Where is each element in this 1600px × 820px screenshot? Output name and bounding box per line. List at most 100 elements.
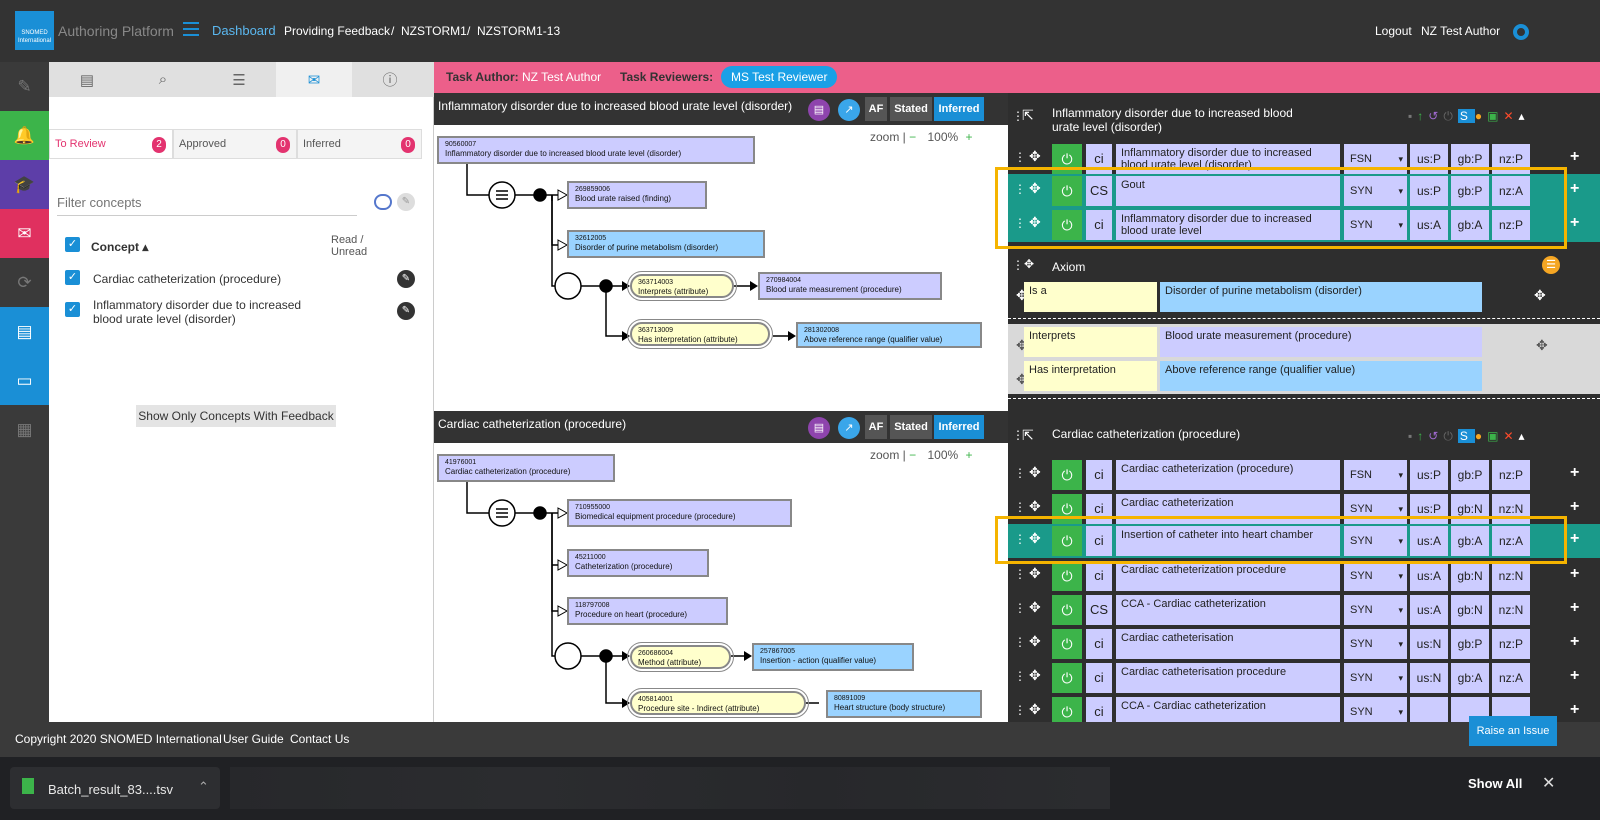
edit-pencil-icon[interactable]: ✎ xyxy=(397,270,415,288)
acceptability-gb[interactable]: gb:P xyxy=(1451,460,1489,490)
chevron-up-icon[interactable]: ⌃ xyxy=(198,779,209,794)
move-icon[interactable]: ✥ xyxy=(1029,701,1041,717)
power-toggle-icon[interactable]: ⏻ xyxy=(1052,595,1082,625)
comment-bubble-icon[interactable] xyxy=(374,194,392,210)
list-view-icon[interactable]: ▤ xyxy=(0,307,49,356)
snomed-logo[interactable]: SNOMED International xyxy=(15,11,54,50)
hamburger-icon[interactable] xyxy=(183,22,199,36)
acceptability-us[interactable]: us:A xyxy=(1410,210,1448,240)
sync-icon[interactable]: ⟳ xyxy=(17,272,32,292)
description-type-select[interactable]: SYN xyxy=(1344,561,1407,591)
power-toggle-icon[interactable]: ⏻ xyxy=(1052,629,1082,659)
history-icon[interactable]: ↺ xyxy=(1428,109,1444,123)
tab-saved-list-icon[interactable]: ▤ xyxy=(79,71,95,89)
move-icon[interactable]: ✥ xyxy=(1536,337,1548,353)
description-type-select[interactable]: FSN xyxy=(1344,460,1407,490)
acceptability-nz[interactable]: nz:A xyxy=(1492,663,1530,693)
move-icon[interactable]: ✥ xyxy=(1029,530,1041,546)
description-term[interactable]: Cardiac catheterization xyxy=(1116,494,1340,524)
acceptability-gb[interactable]: gb:N xyxy=(1451,595,1489,625)
acceptability-us[interactable]: us:A xyxy=(1410,595,1448,625)
add-description-icon[interactable]: + xyxy=(1570,667,1580,684)
user-guide-link[interactable]: User Guide xyxy=(223,732,284,746)
save-icon[interactable]: ▪ xyxy=(1408,109,1418,123)
breadcrumb-task[interactable]: NZSTORM1-13 xyxy=(477,24,561,38)
zoom-out-button[interactable]: − xyxy=(909,130,917,144)
acceptability-us[interactable]: us:P xyxy=(1410,460,1448,490)
close-icon[interactable]: ✕ xyxy=(1503,429,1519,443)
power-icon[interactable]: ⏻ xyxy=(1443,109,1458,123)
case-significance[interactable]: ci xyxy=(1086,629,1112,659)
power-icon[interactable]: ⏻ xyxy=(1443,429,1458,443)
drag-handle-icon[interactable]: ⋮ xyxy=(1014,216,1026,230)
zoom-out-button[interactable]: − xyxy=(909,448,917,462)
acceptability-us[interactable]: us:N xyxy=(1410,663,1448,693)
collapse-up-icon[interactable]: ▴ xyxy=(1518,429,1530,443)
tab-list-icon[interactable]: ☰ xyxy=(232,71,246,89)
acceptability-nz[interactable]: nz:P xyxy=(1492,460,1530,490)
acceptability-nz[interactable]: nz:N xyxy=(1492,561,1530,591)
acceptability-us[interactable]: us:N xyxy=(1410,629,1448,659)
axiom-value[interactable]: Above reference range (qualifier value) xyxy=(1160,361,1482,391)
tab-feedback-envelope-icon[interactable]: ✉ xyxy=(276,62,352,97)
history-icon[interactable]: ↺ xyxy=(1428,429,1444,443)
save-icon[interactable]: ▪ xyxy=(1408,429,1418,443)
notes-icon[interactable]: ▤ xyxy=(808,417,830,439)
description-term[interactable]: Inflammatory disorder due to increased b… xyxy=(1116,144,1340,174)
drag-handle-icon[interactable]: ⋮ xyxy=(1012,428,1024,442)
case-significance[interactable]: ci xyxy=(1086,663,1112,693)
acceptability-nz[interactable]: nz:N xyxy=(1492,595,1530,625)
acceptability-us[interactable]: us:A xyxy=(1410,526,1448,556)
drag-handle-icon[interactable]: ⋮ xyxy=(1014,532,1026,546)
acceptability-gb[interactable]: gb:N xyxy=(1451,561,1489,591)
breadcrumb-dashboard[interactable]: Dashboard xyxy=(212,23,276,38)
description-type-select[interactable]: SYN xyxy=(1344,176,1407,206)
show-only-feedback-button[interactable]: Show Only Concepts With Feedback xyxy=(136,405,336,427)
description-term[interactable]: CCA - Cardiac catheterization xyxy=(1116,697,1340,722)
description-type-select[interactable]: SYN xyxy=(1344,526,1407,556)
tab-search-icon[interactable]: ⌕ xyxy=(158,71,168,88)
clone-icon[interactable]: ▣ xyxy=(1487,109,1504,123)
acceptability-nz[interactable]: nz:N xyxy=(1492,494,1530,524)
promote-arrow-icon[interactable]: ↑ xyxy=(1417,429,1429,443)
drag-handle-icon[interactable]: ⋮ xyxy=(1012,258,1024,272)
acceptability-us[interactable]: us:P xyxy=(1410,144,1448,174)
description-type-select[interactable]: FSN xyxy=(1344,144,1407,174)
drag-handle-icon[interactable]: ⋮ xyxy=(1014,703,1026,717)
acceptability-us[interactable] xyxy=(1410,697,1448,722)
download-item[interactable]: Batch_result_83....tsv ⌃ xyxy=(10,767,220,809)
axiom-value[interactable]: Disorder of purine metabolism (disorder) xyxy=(1160,282,1482,312)
description-type-select[interactable]: SYN xyxy=(1344,697,1407,722)
drag-handle-icon[interactable]: ⋮ xyxy=(1014,500,1026,514)
acceptability-nz[interactable]: nz:A xyxy=(1492,176,1530,206)
breadcrumb-project[interactable]: NZSTORM1 xyxy=(401,24,467,38)
description-term[interactable]: CCA - Cardiac catheterization xyxy=(1116,595,1340,625)
case-significance[interactable]: ci xyxy=(1086,210,1112,240)
description-type-select[interactable]: SYN xyxy=(1344,210,1407,240)
add-description-icon[interactable]: + xyxy=(1570,464,1580,481)
s-icon[interactable]: S xyxy=(1457,429,1475,443)
power-toggle-icon[interactable]: ⏻ xyxy=(1052,697,1082,722)
move-icon[interactable]: ✥ xyxy=(1029,464,1041,480)
acceptability-gb[interactable]: gb:P xyxy=(1451,176,1489,206)
zoom-in-button[interactable]: + xyxy=(965,130,973,144)
stated-button[interactable]: Stated xyxy=(890,97,932,121)
close-icon[interactable]: ✕ xyxy=(1503,109,1519,123)
power-toggle-icon[interactable]: ⏻ xyxy=(1052,526,1082,556)
description-type-select[interactable]: SYN xyxy=(1344,494,1407,524)
af-button[interactable]: AF xyxy=(865,97,887,121)
move-icon[interactable]: ✥ xyxy=(1029,633,1041,649)
collapse-up-icon[interactable]: ▴ xyxy=(1518,109,1530,123)
clear-pencil-icon[interactable]: ✎ xyxy=(397,193,415,211)
